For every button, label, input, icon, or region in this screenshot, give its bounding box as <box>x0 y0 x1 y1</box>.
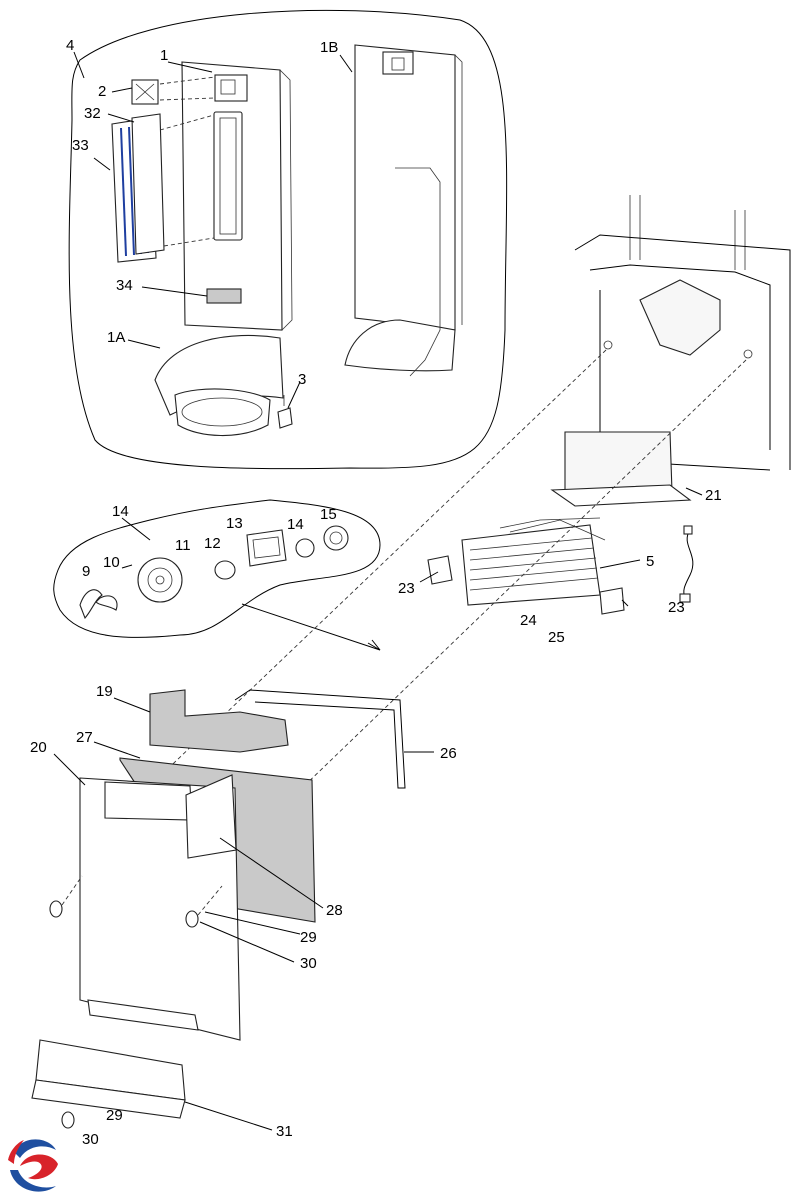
assembly-dash-lines <box>153 349 747 791</box>
dashed-leaders-top <box>159 76 216 247</box>
front-cover-31 <box>31 1039 186 1129</box>
arrow <box>241 603 381 651</box>
cabinet-frame <box>574 195 791 471</box>
wire-harness-5 <box>679 525 694 603</box>
liner-panel-1b <box>344 44 463 377</box>
clip-3 <box>277 395 293 429</box>
callout-30b: 30 <box>82 1131 99 1148</box>
brand-logo-icon <box>8 1139 60 1194</box>
wire-26 <box>234 689 406 789</box>
callout-24: 24 <box>520 612 537 629</box>
callout-14a: 14 <box>112 503 129 520</box>
frame-32 <box>131 113 165 255</box>
callout-34: 34 <box>116 277 133 294</box>
duct-28 <box>185 774 237 859</box>
callout-29b: 29 <box>106 1107 123 1124</box>
callout-14b: 14 <box>287 516 304 533</box>
grommet-12 <box>214 560 236 580</box>
drip-tray-21 <box>550 431 692 507</box>
callout-26: 26 <box>440 745 457 762</box>
callout-19: 19 <box>96 683 113 700</box>
group-4-outline <box>68 9 508 470</box>
fan-blade-9 <box>79 589 118 620</box>
callout-4: 4 <box>66 37 74 54</box>
callout-31: 31 <box>276 1123 293 1140</box>
callout-23b: 23 <box>668 599 685 616</box>
callout-32: 32 <box>84 105 101 122</box>
block-23-right <box>599 587 625 615</box>
evaporator-24 <box>461 517 606 606</box>
group-14-outline <box>53 499 381 638</box>
callout-25: 25 <box>548 629 565 646</box>
callout-5: 5 <box>646 553 654 570</box>
callout-10: 10 <box>103 554 120 571</box>
callout-12: 12 <box>204 535 221 552</box>
callout-1: 1 <box>160 47 168 64</box>
duct-1a <box>154 334 284 437</box>
insulation-19 <box>149 689 289 753</box>
callout-11: 11 <box>175 537 191 554</box>
callouts: 4 1 1B 2 32 33 34 1A 3 21 14 13 14 15 12… <box>30 37 722 1148</box>
callout-2: 2 <box>98 83 106 100</box>
callout-33: 33 <box>72 137 89 154</box>
cover-2 <box>131 79 159 105</box>
liner-panel-1 <box>181 61 293 331</box>
callout-23a: 23 <box>398 580 415 597</box>
fan-motor-11 <box>137 557 183 603</box>
callout-13: 13 <box>226 515 243 532</box>
callout-15: 15 <box>320 506 337 523</box>
callout-3: 3 <box>298 371 306 388</box>
callout-28: 28 <box>326 902 343 919</box>
block-23-left <box>427 555 453 585</box>
screw-10 <box>121 564 133 569</box>
callout-20: 20 <box>30 739 47 756</box>
callout-29a: 29 <box>300 929 317 946</box>
callout-30a: 30 <box>300 955 317 972</box>
screws-29-30 <box>49 875 223 928</box>
callout-21: 21 <box>705 487 722 504</box>
callout-1a: 1A <box>107 329 125 346</box>
part-14-small <box>295 538 315 558</box>
callout-1b: 1B <box>320 39 338 56</box>
callout-9: 9 <box>82 563 90 580</box>
callout-27: 27 <box>76 729 93 746</box>
ring-15 <box>323 525 349 551</box>
timer-13 <box>246 529 287 567</box>
leader-lines <box>53 51 703 1131</box>
